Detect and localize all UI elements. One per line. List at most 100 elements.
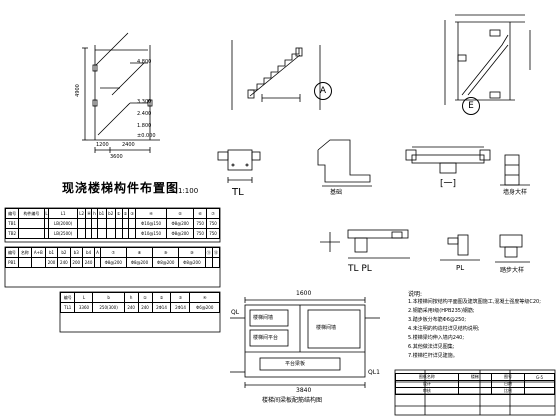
note-1: 1.本楼梯间按结构平面图及建筑图施工,混凝土强度等级C20; [408,299,541,305]
table-cell: Φ8@200 [152,257,180,268]
table-2-header: A+B [30,247,46,258]
table-2-header: ⑦ [99,247,127,258]
section-1 [405,146,491,174]
table-cell [17,257,32,268]
left-part-dim: 1200 [96,142,109,148]
table-1-header: ④ [135,208,168,219]
table-cell [128,228,137,239]
detail-e [444,14,531,105]
stair-elevation [82,32,160,153]
table-cell: 250(300) [92,302,125,313]
title-block-cell: 图纸名称 [395,373,459,381]
table-cell: Φ8@200 [166,218,195,229]
table-2-header-row: 编号 名称 A+B b1 b2 b3 b4 A ⑦ ⑧ ⑨ ⑩ ⑪ ⑫ [5,247,221,258]
layout-title: 现浇楼梯构件布置图 [62,181,180,195]
table-cell [114,218,123,229]
base-label: 基础 [330,189,343,196]
table-row: TB2 LB(2500) Φ10@150 Φ8@200 750 750 [4,228,220,239]
table-1-header: b1 [96,208,107,219]
table-row: TB1 LB(2000) Φ10@150 Φ8@200 750 750 [4,218,220,229]
notes-block: 说明: 1.本楼梯间按结构平面图及建筑图施工,混凝土强度等级C20; 2.钢筋采… [408,292,556,359]
table-cell: TB2 [4,228,20,239]
table-1-header: ② [121,208,130,219]
base-section [317,139,372,187]
title-block-cell [457,380,492,388]
elev-mark-2: 3.300 [137,99,152,105]
table-2-header: ⑩ [178,247,206,258]
pl-section [440,234,480,261]
table-cell [121,218,130,229]
plan-room-right: 楼梯间墙 [316,325,337,331]
table-1-header: L1 [48,208,78,219]
tl-pl-section [320,229,410,259]
elev-mark-4: 1.800 [137,123,152,129]
table-cell [18,228,45,239]
table-cell [211,257,221,268]
table-cell: Φ10@150 [135,218,168,229]
table-cell: 750 [206,218,220,229]
title-block-cell: 日期 [490,380,526,388]
table-cell [30,257,46,268]
wall-detail [500,154,530,186]
title-block-cell: 设计 [395,380,459,388]
table-2-header: ⑫ [211,247,221,258]
table-cell: 750 [193,228,208,239]
plan-width-dim: 1600 [296,290,312,297]
plan-beam-left: QL [231,309,240,316]
table-3-header-row: 编号 L b h ① ② ③ ④ [59,292,220,303]
table-1-header: ⑤ [166,208,195,219]
detail-marker-e: E [462,97,480,115]
title-block-row: 设计 日期 [395,380,555,388]
elev-mark-5: ±0.000 [137,133,156,139]
table-cell [105,218,116,229]
tl-section [217,149,261,183]
table-cell [114,228,123,239]
detail-a-profile [231,40,321,110]
table-1-header: ⑥ [193,208,208,219]
table-cell: Φ8@200 [99,257,127,268]
table-cell: PB1 [5,257,19,268]
table-2-header: b4 [81,247,96,258]
title-block: 图纸名称 楼梯 图号 G-5 设计 日期 审核 比例 [395,373,555,395]
title-block-cell: G-5 [524,373,555,381]
table-3-header: 编号 [59,292,76,303]
table-cell [121,228,130,239]
table-2-header: 编号 [5,247,19,258]
table-3-header: h [123,292,139,303]
elev-mark-3: 2.400 [137,111,152,117]
table-cell: Φ6@200 [189,302,220,313]
step-detail-label: 踏步大样 [500,267,525,274]
total-width-dim: 3600 [110,154,123,160]
table-1-header: L2 [76,208,87,219]
table-2-header: b2 [57,247,71,258]
plan-room-left-bottom: 楼梯间平台 [253,335,279,341]
title-block-cell: 图号 [490,373,526,381]
note-4: 4.未注明的构造柱详见结构说明; [408,326,480,332]
table-3-header: ② [151,292,172,303]
height-dim: 4900 [74,84,81,97]
plan-title: 楼梯间梁板配筋结构图 [262,397,323,404]
table-1-header: 编号 [4,208,20,219]
plan-bottom-dim: 3840 [296,387,312,394]
table-2: 编号 名称 A+B b1 b2 b3 b4 A ⑦ ⑧ ⑨ ⑩ ⑪ ⑫ PB1 … [5,247,221,268]
table-cell: 2Φ14 [151,302,172,313]
table-cell [18,218,45,229]
table-3-header: b [92,292,125,303]
table-cell: 750 [206,228,220,239]
detail-marker-a: A [314,82,332,100]
table-3-header: L [74,292,94,303]
table-cell: Φ8@200 [178,257,206,268]
plan-view [230,297,380,388]
note-7: 7.楼梯栏杆详见建施。 [408,353,458,359]
note-6: 6.其他做法详见图集; [408,344,455,350]
table-1-header-row: 编号 构件编号 L L1 L2 H h b1 b2 ① ② ③ ④ ⑤ ⑥ ⑦ [4,208,220,219]
table-cell: 200 [69,257,83,268]
table-cell: 240 [123,302,139,313]
table-row: TL1 3360 250(300) 240 240 2Φ14 2Φ14 Φ6@2… [59,302,220,313]
table-1-header: 构件编号 [18,208,45,219]
table-cell [76,218,87,229]
table-1-header: ① [114,208,123,219]
table-cell [105,228,116,239]
tl-pl-label: TL PL [348,264,372,274]
table-2-header: b1 [44,247,59,258]
